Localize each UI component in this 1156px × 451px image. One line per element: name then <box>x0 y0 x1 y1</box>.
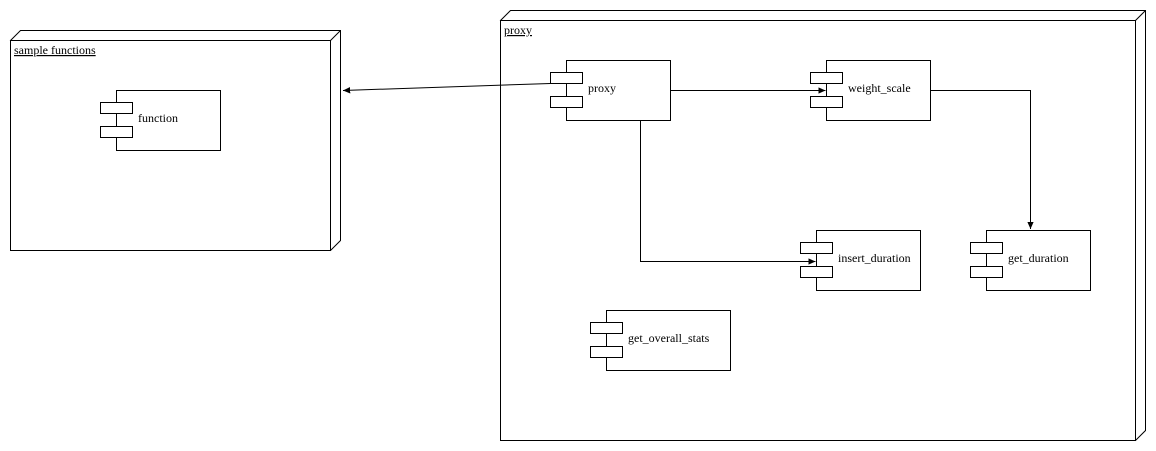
component-proxy-label: proxy <box>588 81 616 95</box>
node-sample-functions-label: sample functions <box>14 43 96 57</box>
component-get-duration-body <box>986 230 1091 291</box>
component-insert-duration[interactable]: insert_duration <box>800 230 921 291</box>
component-proxy-port-top <box>550 72 583 84</box>
component-get-duration[interactable]: get_duration <box>970 230 1091 291</box>
component-function-port-bottom <box>100 126 133 138</box>
edge-weight-scale-to-get-duration[interactable] <box>930 90 1034 230</box>
component-proxy-port-bottom <box>550 96 583 108</box>
edge-proxy-to-sample-functions[interactable] <box>342 83 551 94</box>
component-weight-scale-label: weight_scale <box>848 81 911 95</box>
component-weight-scale-port-top <box>810 72 843 84</box>
component-get-overall-stats-port-bottom <box>590 346 623 358</box>
component-insert-duration-port-bottom <box>800 266 833 278</box>
component-insert-duration-body <box>816 230 921 291</box>
component-function-label: function <box>138 111 178 125</box>
component-get-duration-port-top <box>970 242 1003 254</box>
component-get-overall-stats[interactable]: get_overall_stats <box>590 310 731 371</box>
component-proxy[interactable]: proxy <box>550 60 671 121</box>
component-insert-duration-port-top <box>800 242 833 254</box>
component-function-body <box>116 90 221 151</box>
component-get-overall-stats-label: get_overall_stats <box>628 331 710 345</box>
component-get-overall-stats-port-top <box>590 322 623 334</box>
component-proxy-body <box>566 60 671 121</box>
component-function[interactable]: function <box>100 90 221 151</box>
component-get-overall-stats-body <box>606 310 731 371</box>
node-proxy-edge <box>1135 10 1146 21</box>
node-proxy-label: proxy <box>504 23 532 37</box>
edge-proxy-to-insert-duration[interactable] <box>640 120 816 265</box>
component-get-duration-port-bottom <box>970 266 1003 278</box>
component-get-duration-label: get_duration <box>1008 251 1069 265</box>
component-weight-scale-port-bottom <box>810 96 843 108</box>
component-weight-scale-body <box>826 60 931 121</box>
component-insert-duration-label: insert_duration <box>838 251 911 265</box>
component-function-port-top <box>100 102 133 114</box>
component-weight-scale[interactable]: weight_scale <box>810 60 931 121</box>
node-sample-functions-edge <box>330 30 341 41</box>
